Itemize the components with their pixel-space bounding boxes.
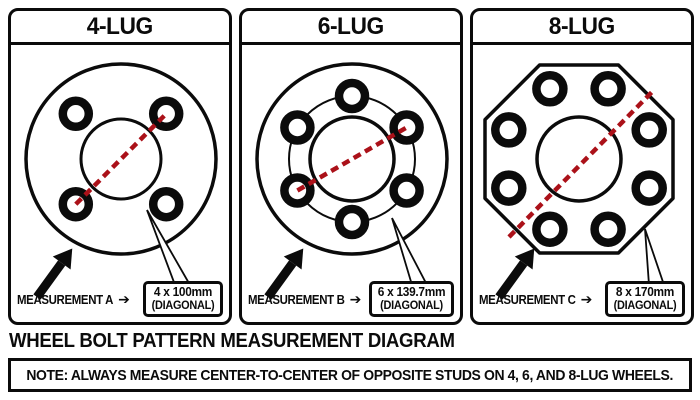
panel-4-lug-body: MEASUREMENT A ➔ 4 x 100mm (DIAGONAL) (11, 45, 229, 322)
lug-hole (148, 186, 184, 222)
spec-box: 8 x 170mm (DIAGONAL) (605, 281, 685, 317)
panel-6-lug: 6-LUG (239, 8, 463, 325)
arrow-head (514, 248, 535, 270)
measurement-label: MEASUREMENT A (17, 291, 114, 307)
arrow-shaft (33, 260, 66, 300)
panel-8-lug-body: MEASUREMENT C ➔ 8 x 170mm (DIAGONAL) (473, 45, 691, 322)
lug-hole (389, 173, 424, 208)
panel-title: 4-LUG (86, 12, 154, 40)
spec-value: 6 x 139.7mm (377, 285, 446, 300)
arrow-shaft (264, 260, 297, 300)
measure-here-arrow-icon (33, 248, 73, 300)
lug-holes (491, 71, 667, 247)
lug-hole (280, 173, 315, 208)
spec-note: (DIAGONAL) (613, 299, 677, 312)
lug-hole (532, 71, 568, 107)
panel-title: 6-LUG (317, 12, 385, 40)
note-text: NOTE: ALWAYS MEASURE CENTER-TO-CENTER OF… (26, 366, 674, 384)
lug-hole (491, 112, 527, 148)
wheel-diagram-6-lug (255, 62, 449, 300)
lug-hole (334, 78, 370, 114)
measurement-row: MEASUREMENT A ➔ 4 x 100mm (DIAGONAL) (17, 281, 223, 317)
lug-hole (590, 71, 626, 107)
center-bore-circle (535, 115, 623, 203)
measurement-row: MEASUREMENT B ➔ 6 x 139.7mm (DIAGONAL) (248, 281, 454, 317)
spec-note: (DIAGONAL) (380, 299, 443, 312)
right-arrow-icon: ➔ (580, 291, 593, 308)
diagonal-measurement-line (74, 112, 168, 206)
arrow-head (52, 248, 73, 270)
panel-6-lug-header: 6-LUG (242, 11, 460, 45)
wheel-diagram-4-lug (24, 62, 218, 300)
panel-row: 4-LUG (8, 8, 694, 325)
panel-4-lug-header: 4-LUG (11, 11, 229, 45)
lug-holes (280, 78, 424, 240)
lug-hole (334, 204, 370, 240)
measurement-label: MEASUREMENT C (479, 291, 576, 307)
measurement-row: MEASUREMENT C ➔ 8 x 170mm (DIAGONAL) (479, 281, 685, 317)
diagram-heading: WHEEL BOLT PATTERN MEASUREMENT DIAGRAM (9, 330, 455, 352)
spec-value: 8 x 170mm (615, 285, 675, 300)
spec-note: (DIAGONAL) (151, 299, 215, 312)
right-arrow-icon: ➔ (349, 291, 362, 308)
lug-hole (280, 110, 315, 145)
spec-box: 4 x 100mm (DIAGONAL) (143, 281, 223, 317)
lug-hole (590, 211, 626, 247)
arrow-shaft (495, 260, 528, 300)
spec-box: 6 x 139.7mm (DIAGONAL) (368, 281, 454, 317)
panel-title: 8-LUG (548, 12, 616, 40)
diagonal-measurement-line (296, 125, 408, 193)
panel-8-lug-header: 8-LUG (473, 11, 691, 45)
note-box: NOTE: ALWAYS MEASURE CENTER-TO-CENTER OF… (8, 358, 692, 392)
measure-here-arrow-icon (264, 248, 304, 300)
measurement-label: MEASUREMENT B (248, 291, 345, 307)
center-bore-circle (308, 115, 396, 203)
panel-6-lug-body: MEASUREMENT B ➔ 6 x 139.7mm (DIAGONAL) (242, 45, 460, 322)
measure-here-arrow-icon (495, 248, 535, 300)
spec-value: 4 x 100mm (153, 285, 213, 300)
lug-hole (631, 112, 667, 148)
center-bore-circle (79, 117, 163, 201)
lug-hole (389, 110, 424, 145)
panel-8-lug: 8-LUG (470, 8, 694, 325)
right-arrow-icon: ➔ (118, 291, 130, 308)
callout-pointer (644, 228, 666, 286)
arrow-head (283, 248, 304, 270)
diagonal-measurement-line (507, 89, 655, 239)
lug-hole (491, 170, 527, 206)
lug-hole (532, 211, 568, 247)
lug-hole (58, 96, 94, 132)
lug-hole (631, 170, 667, 206)
wheel-diagram-8-lug (483, 63, 675, 300)
panel-4-lug: 4-LUG (8, 8, 232, 325)
